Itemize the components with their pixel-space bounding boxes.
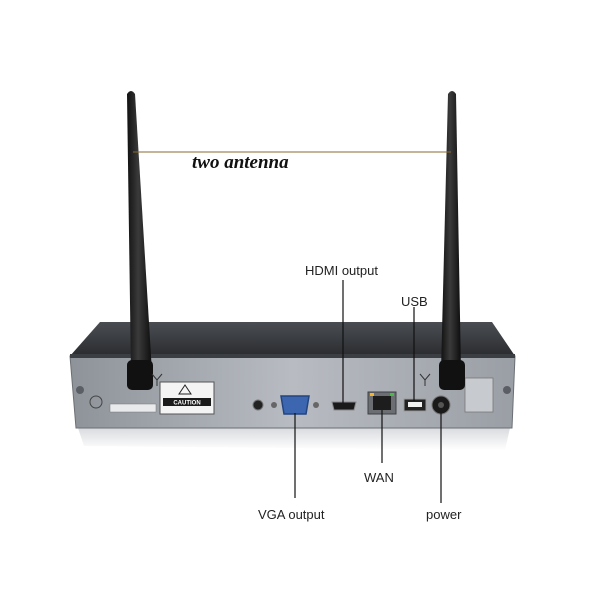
warning-triangle-icon (178, 384, 192, 395)
right-antenna-base (439, 360, 465, 390)
wan-led (390, 393, 394, 396)
ground-icon (89, 395, 103, 409)
wan-port-socket (373, 396, 391, 410)
vga-callout-label: VGA output (258, 507, 325, 522)
right-antenna (441, 91, 461, 372)
wan-callout-label: WAN (364, 470, 394, 485)
usb-port-tongue (408, 402, 422, 407)
audio-out-port (252, 399, 264, 411)
power-port-pin (438, 402, 444, 408)
screw-icon (503, 386, 511, 394)
usb-callout-label: USB (401, 294, 428, 309)
side-plate (464, 377, 494, 413)
caution-text: CAUTION (173, 401, 200, 407)
antenna-icon (151, 373, 163, 386)
power-callout-label: power (426, 507, 462, 522)
serial-label (109, 403, 157, 413)
device-top (70, 322, 515, 356)
caution-banner (163, 398, 211, 406)
screw-icon (313, 402, 319, 408)
device-edge (70, 354, 515, 358)
left-antenna (127, 91, 152, 372)
hdmi-callout-label: HDMI output (305, 263, 378, 278)
screw-icon (271, 402, 277, 408)
hdmi-port (331, 401, 357, 411)
floor-reflection (78, 428, 510, 450)
vga-port (280, 395, 310, 415)
left-antenna-base (127, 360, 153, 390)
screw-icon (76, 386, 84, 394)
antenna-callout-label: two antenna (192, 152, 289, 173)
antenna-icon (419, 373, 431, 386)
wan-led (370, 393, 374, 396)
